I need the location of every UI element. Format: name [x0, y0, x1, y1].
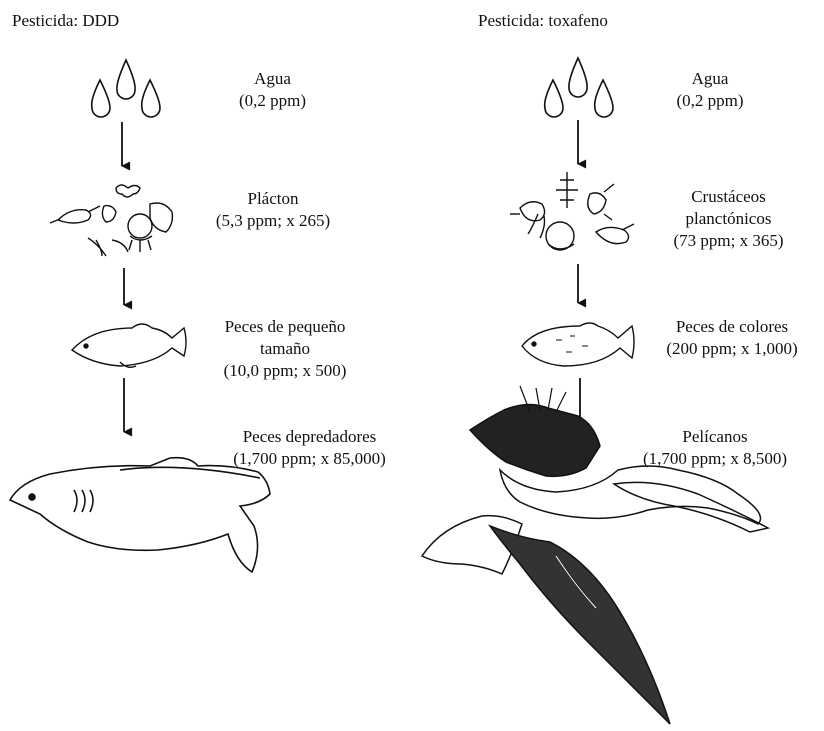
- left-flow-arrows: [122, 122, 124, 432]
- right-goldfish-icon: [522, 323, 634, 366]
- right-crustaceans-icon: [510, 172, 634, 250]
- left-small-fish-icon: [72, 324, 186, 367]
- left-predator-fish-icon: [10, 458, 270, 572]
- right-flow-arrows: [578, 120, 580, 430]
- right-pelican-icon: [422, 386, 768, 724]
- left-water-drops-icon: [92, 60, 160, 117]
- left-plankton-icon: [50, 185, 172, 256]
- right-water-drops-icon: [545, 58, 613, 117]
